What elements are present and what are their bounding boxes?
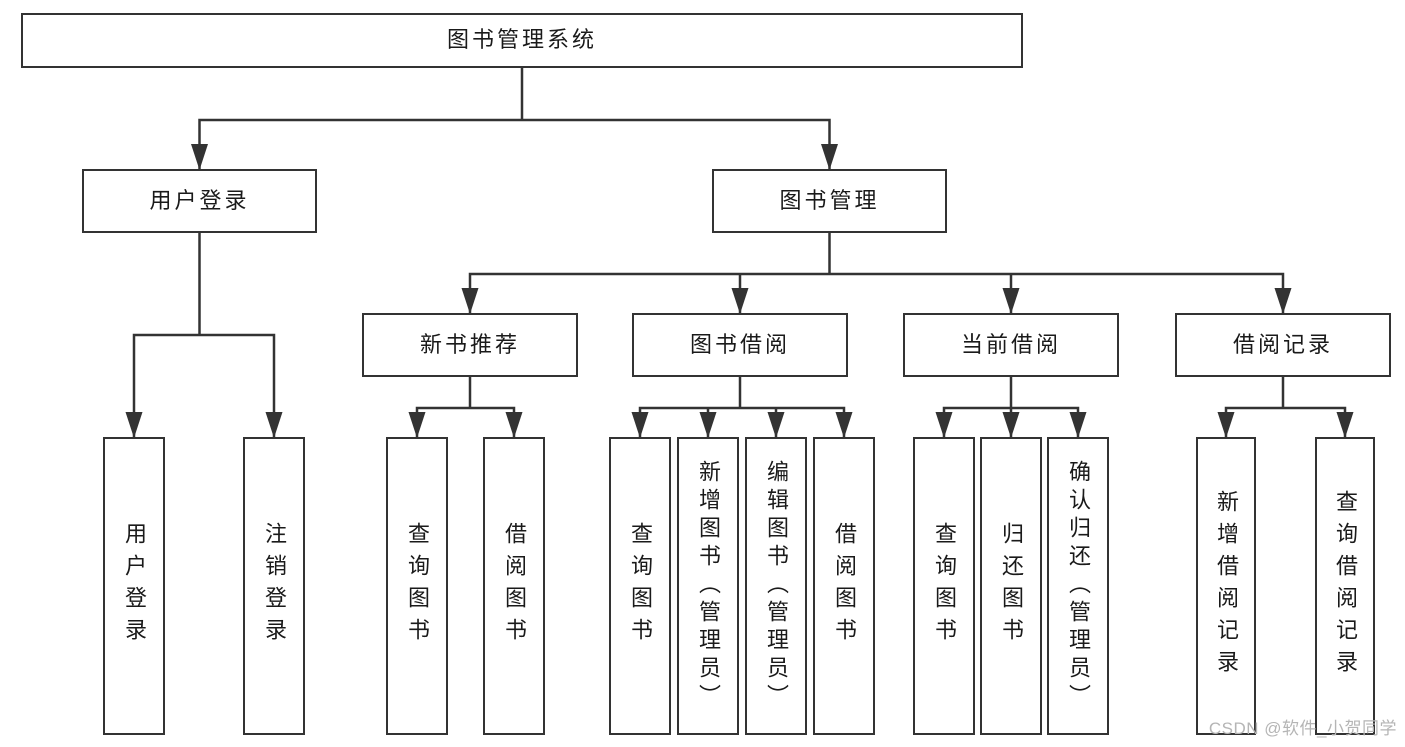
- arrowhead-icon: [699, 412, 717, 438]
- arrowhead-icon: [505, 412, 523, 438]
- node-book-borrowing: 图书借阅: [632, 313, 848, 377]
- node-library-management-system: 图书管理系统: [21, 13, 1023, 68]
- arrowhead-icon: [1274, 288, 1292, 314]
- node-leaf-add-borrow-record: 新增借阅记录: [1196, 437, 1256, 735]
- node-library-management-system-label: 图书管理系统: [446, 27, 597, 53]
- connector-book-mgmt-children: [468, 233, 1285, 313]
- node-leaf-borrow-books-recommend: 借阅图书: [483, 437, 545, 735]
- connector-borrow-record-children: [1224, 377, 1347, 437]
- node-leaf-query-books-recommend-label: 查询图书: [405, 522, 430, 650]
- node-leaf-borrow-books-borrowing: 借阅图书: [813, 437, 875, 735]
- node-leaf-add-books-admin: 新增图书（管理员）: [677, 437, 739, 735]
- node-leaf-add-borrow-record-label: 新增借阅记录: [1214, 490, 1239, 682]
- node-leaf-logout-label: 注销登录: [262, 522, 287, 650]
- node-leaf-confirm-return-admin-label: 确认归还（管理员）: [1066, 460, 1091, 712]
- node-leaf-query-borrow-record-label: 查询借阅记录: [1333, 490, 1358, 682]
- connector-user-login-children: [132, 233, 276, 437]
- node-leaf-add-books-admin-label: 新增图书（管理员）: [696, 460, 721, 712]
- node-user-login: 用户登录: [82, 169, 317, 233]
- node-leaf-confirm-return-admin: 确认归还（管理员）: [1047, 437, 1109, 735]
- arrowhead-icon: [731, 288, 749, 314]
- arrowhead-icon: [125, 412, 143, 438]
- node-book-borrowing-label: 图书借阅: [689, 331, 790, 357]
- node-book-management: 图书管理: [712, 169, 947, 233]
- arrowhead-icon: [821, 144, 838, 170]
- csdn-watermark: CSDN @软件_小贺同学: [1208, 719, 1397, 738]
- arrowhead-icon: [1002, 412, 1020, 438]
- connector-root-to-level2: [198, 68, 831, 169]
- arrowhead-icon: [408, 412, 426, 438]
- node-leaf-query-books-borrowing-label: 查询图书: [628, 522, 653, 650]
- node-leaf-edit-books-admin: 编辑图书（管理员）: [745, 437, 807, 735]
- arrowhead-icon: [461, 288, 479, 314]
- arrowheads: [125, 144, 1354, 438]
- arrowhead-icon: [265, 412, 283, 438]
- node-new-book-recommend: 新书推荐: [362, 313, 578, 377]
- arrowhead-icon: [1069, 412, 1087, 438]
- node-leaf-borrow-books-borrowing-label: 借阅图书: [832, 522, 857, 650]
- arrowhead-icon: [191, 144, 208, 170]
- arrowhead-icon: [935, 412, 953, 438]
- node-leaf-query-borrow-record: 查询借阅记录: [1315, 437, 1375, 735]
- connector-lines: [132, 68, 1347, 437]
- arrowhead-icon: [1336, 412, 1354, 438]
- arrowhead-icon: [767, 412, 785, 438]
- connector-book-borrow-children: [638, 377, 846, 437]
- arrowhead-icon: [631, 412, 649, 438]
- node-leaf-borrow-books-recommend-label: 借阅图书: [502, 522, 527, 650]
- node-leaf-query-books-current: 查询图书: [913, 437, 975, 735]
- node-leaf-logout: 注销登录: [243, 437, 305, 735]
- node-new-book-recommend-label: 新书推荐: [419, 331, 520, 357]
- arrowhead-icon: [1002, 288, 1020, 314]
- node-leaf-query-books-borrowing: 查询图书: [609, 437, 671, 735]
- node-current-borrowing: 当前借阅: [903, 313, 1119, 377]
- node-borrowing-records-label: 借阅记录: [1232, 331, 1333, 357]
- arrowhead-icon: [1217, 412, 1235, 438]
- node-leaf-edit-books-admin-label: 编辑图书（管理员）: [764, 460, 789, 712]
- node-current-borrowing-label: 当前借阅: [960, 331, 1061, 357]
- node-borrowing-records: 借阅记录: [1175, 313, 1391, 377]
- node-user-login-label: 用户登录: [149, 187, 250, 213]
- node-leaf-return-books: 归还图书: [980, 437, 1042, 735]
- node-leaf-return-books-label: 归还图书: [999, 522, 1024, 650]
- node-leaf-user-login: 用户登录: [103, 437, 165, 735]
- connector-new-book-rec-children: [415, 377, 516, 437]
- node-book-management-label: 图书管理: [779, 187, 880, 213]
- node-leaf-query-books-recommend: 查询图书: [386, 437, 448, 735]
- node-leaf-user-login-label: 用户登录: [122, 522, 147, 650]
- arrowhead-icon: [835, 412, 853, 438]
- node-leaf-query-books-current-label: 查询图书: [932, 522, 957, 650]
